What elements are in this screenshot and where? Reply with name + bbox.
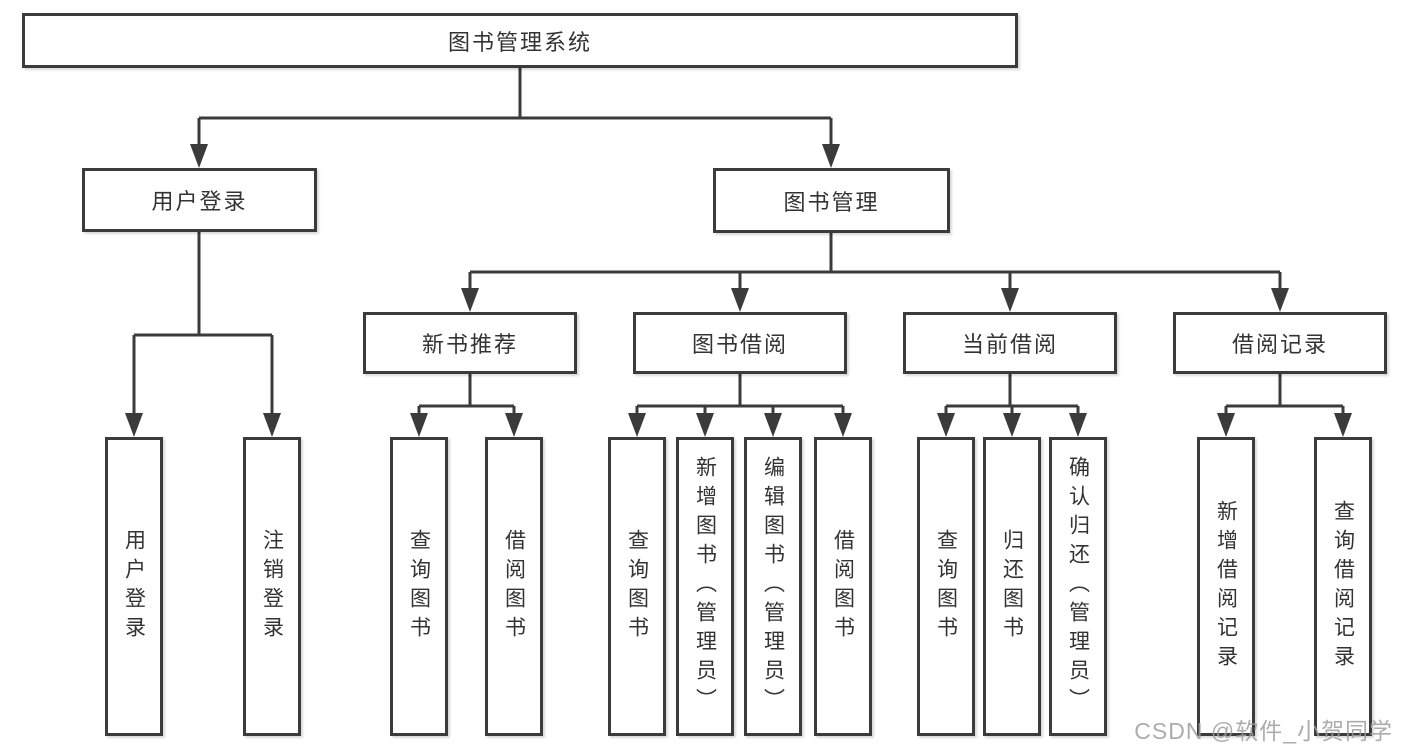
leaf-label: 新增借阅记录 — [1214, 499, 1238, 674]
arrowhead — [1217, 413, 1235, 437]
leaf-label: 确认归还（管理员） — [1066, 456, 1090, 717]
arrowhead — [1003, 413, 1021, 437]
arrowhead — [628, 413, 646, 437]
leaf-label: 新增图书（管理员） — [693, 456, 717, 717]
node-new-book-recommend: 新书推荐 — [363, 312, 577, 374]
leaf-label: 查询图书 — [625, 528, 649, 645]
leaf-borrow-book-2: 借阅图书 — [814, 437, 872, 736]
leaf-query-book-1: 查询图书 — [390, 437, 448, 736]
leaf-borrow-book-1: 借阅图书 — [485, 437, 543, 736]
leaf-user-login: 用户登录 — [105, 437, 163, 736]
leaf-label: 用户登录 — [122, 528, 146, 645]
leaf-add-book-admin: 新增图书（管理员） — [676, 437, 734, 736]
arrowhead — [263, 413, 281, 437]
leaf-edit-book-admin: 编辑图书（管理员） — [744, 437, 802, 736]
arrowhead — [764, 413, 782, 437]
leaf-add-borrow-record: 新增借阅记录 — [1197, 437, 1255, 736]
leaf-query-book-2: 查询图书 — [608, 437, 666, 736]
leaf-label: 借阅图书 — [502, 528, 526, 645]
arrowhead — [125, 413, 143, 437]
node-label: 图书管理系统 — [447, 29, 592, 55]
arrowhead — [1334, 413, 1352, 437]
arrowhead — [1069, 413, 1087, 437]
node-current-borrow: 当前借阅 — [903, 312, 1117, 374]
node-book-borrow: 图书借阅 — [633, 312, 847, 374]
leaf-query-book-3: 查询图书 — [917, 437, 975, 736]
arrowhead — [696, 413, 714, 437]
leaf-return-book: 归还图书 — [983, 437, 1041, 736]
arrowhead — [937, 413, 955, 437]
node-label: 用户登录 — [151, 189, 248, 214]
node-user-login: 用户登录 — [82, 168, 317, 232]
node-label: 当前借阅 — [961, 332, 1058, 357]
leaf-label: 查询图书 — [934, 528, 958, 645]
node-root: 图书管理系统 — [22, 13, 1018, 68]
arrowhead — [1001, 288, 1019, 312]
node-borrow-record: 借阅记录 — [1173, 312, 1387, 374]
leaf-label: 编辑图书（管理员） — [761, 456, 785, 717]
arrowhead — [822, 144, 840, 168]
arrowhead — [1271, 288, 1289, 312]
arrowhead — [505, 413, 523, 437]
connector-lines — [132, 68, 1345, 417]
leaf-query-borrow-record: 查询借阅记录 — [1314, 437, 1372, 736]
node-label: 新书推荐 — [421, 332, 518, 357]
leaf-logout: 注销登录 — [243, 437, 301, 736]
node-book-management: 图书管理 — [713, 168, 950, 233]
leaf-label: 注销登录 — [260, 528, 284, 645]
leaf-confirm-return-admin: 确认归还（管理员） — [1049, 437, 1107, 736]
arrowhead — [834, 413, 852, 437]
node-label: 图书借阅 — [691, 332, 788, 357]
node-label: 借阅记录 — [1231, 332, 1328, 357]
arrowhead — [461, 288, 479, 312]
arrowhead — [190, 144, 208, 168]
csdn-watermark: CSDN @软件_小贺同学 — [1134, 718, 1393, 744]
leaf-label: 归还图书 — [1000, 528, 1024, 645]
leaf-label: 查询借阅记录 — [1331, 499, 1355, 674]
arrowhead — [731, 288, 749, 312]
node-label: 图书管理 — [783, 189, 880, 215]
leaf-label: 查询图书 — [407, 528, 431, 645]
arrowhead — [410, 413, 428, 437]
leaf-label: 借阅图书 — [831, 528, 855, 645]
